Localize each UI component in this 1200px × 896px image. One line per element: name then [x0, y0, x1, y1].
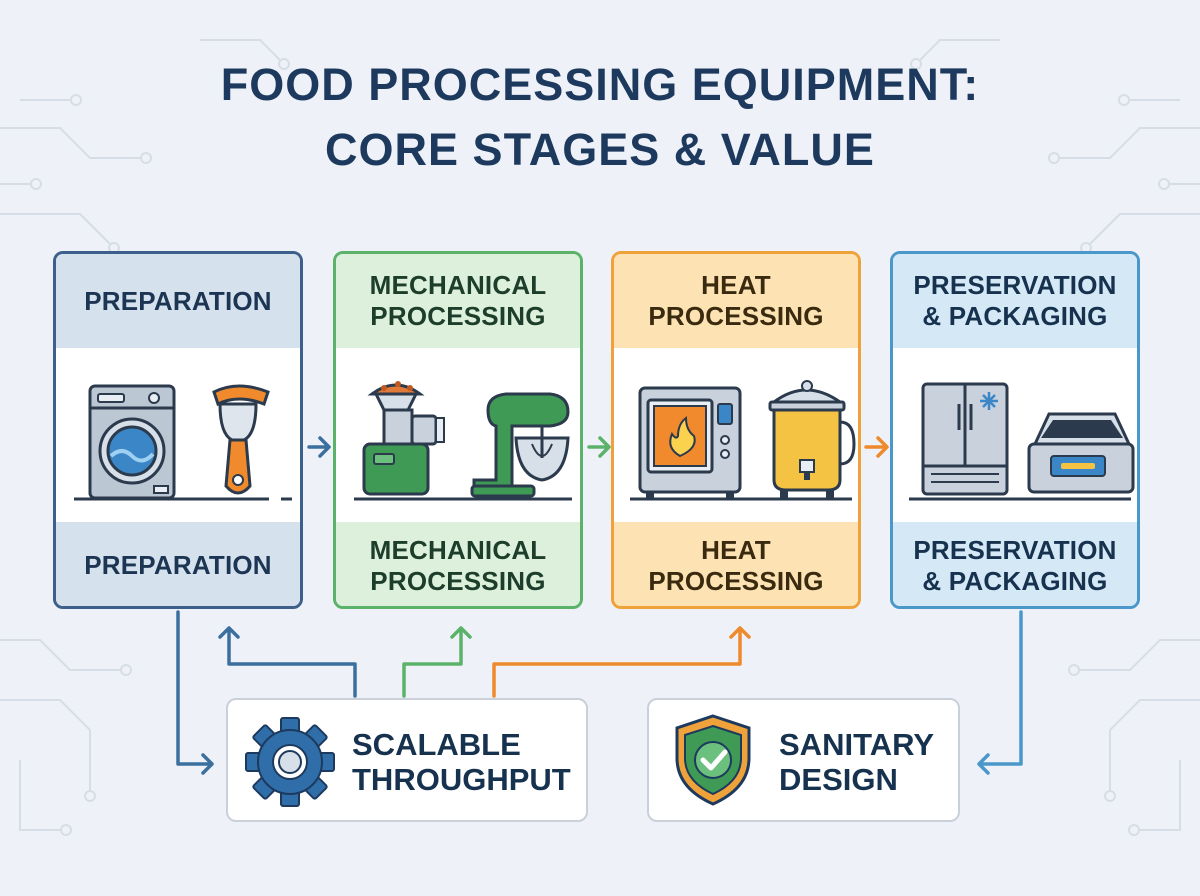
arrow-scalable-to-prep — [218, 626, 357, 698]
arrow-scalable-to-heat — [492, 626, 751, 698]
benefit-label: SANITARY DESIGN — [779, 727, 934, 797]
stage-footer-line: PROCESSING — [648, 565, 824, 596]
shield-check-icon — [675, 714, 751, 806]
stand-mixer-icon — [470, 392, 570, 498]
vacuum-sealer-icon — [1027, 412, 1135, 494]
stage-heading-line: & PACKAGING — [922, 301, 1108, 331]
title-line-1: FOOD PROCESSING EQUIPMENT: — [220, 59, 980, 110]
stage-footer-line: MECHANICAL — [369, 534, 547, 565]
meat-grinder-icon — [362, 381, 445, 496]
stage-footer: PREPARATION — [56, 522, 300, 606]
stage-footer-line: & PACKAGING — [922, 565, 1108, 596]
stage-footer-line: PRESERVATION — [913, 534, 1117, 565]
combi-oven-icon — [638, 386, 742, 498]
benefit-label-line: DESIGN — [779, 762, 898, 797]
washing-machine-icon — [88, 384, 176, 500]
stage-heading-line: PRESERVATION — [913, 270, 1117, 300]
stage-equipment — [893, 348, 1137, 522]
benefit-sanitary-design: SANITARY DESIGN — [647, 698, 960, 822]
stage-footer-line: PREPARATION — [84, 550, 272, 580]
stage-footer: HEAT PROCESSING — [614, 522, 858, 606]
stage-heading-line: MECHANICAL — [369, 270, 547, 300]
steam-kettle-icon — [768, 380, 856, 498]
peeler-icon — [212, 384, 270, 495]
stage-footer-line: HEAT — [701, 534, 771, 565]
gear-icon — [245, 717, 335, 807]
benefit-label-line: THROUGHPUT — [352, 762, 571, 797]
stage-mechanical-processing: MECHANICAL PROCESSING — [333, 251, 583, 609]
arrow-prep-to-scalable — [176, 610, 214, 775]
benefit-scalable-throughput: SCALABLE THROUGHPUT — [226, 698, 588, 822]
arrow-scalable-to-mechanical — [402, 626, 472, 698]
stage-heading-line: PROCESSING — [648, 301, 824, 331]
arrow-prep-to-mechanical — [307, 436, 331, 458]
stage-heading-line: PREPARATION — [84, 285, 272, 316]
stage-preservation-packaging: PRESERVATION & PACKAGING — [890, 251, 1140, 609]
stage-heading-line: HEAT — [701, 270, 771, 300]
stage-equipment — [614, 348, 858, 522]
stage-footer: MECHANICAL PROCESSING — [336, 522, 580, 606]
stage-equipment — [56, 348, 300, 522]
stage-heading: HEAT PROCESSING — [614, 254, 858, 348]
stage-footer-line: PROCESSING — [370, 565, 546, 596]
refrigerator-icon — [921, 382, 1009, 496]
stage-heading: MECHANICAL PROCESSING — [336, 254, 580, 348]
benefit-label-line: SCALABLE — [352, 727, 521, 762]
stage-heading: PRESERVATION & PACKAGING — [893, 254, 1137, 348]
stage-heat-processing: HEAT PROCESSING — [611, 251, 861, 609]
stage-heading-line: PROCESSING — [370, 301, 546, 331]
stage-footer: PRESERVATION & PACKAGING — [893, 522, 1137, 606]
arrow-preservation-to-sanitary — [977, 610, 1023, 775]
title-line-2: CORE STAGES & VALUE — [325, 124, 875, 175]
stage-equipment — [336, 348, 580, 522]
arrow-mechanical-to-heat — [587, 436, 611, 458]
arrow-heat-to-preservation — [864, 436, 889, 458]
stage-heading: PREPARATION — [56, 254, 300, 348]
stage-preparation: PREPARATION PREPARATION — [53, 251, 303, 609]
benefit-label: SCALABLE THROUGHPUT — [352, 727, 571, 797]
benefit-label-line: SANITARY — [779, 727, 934, 762]
